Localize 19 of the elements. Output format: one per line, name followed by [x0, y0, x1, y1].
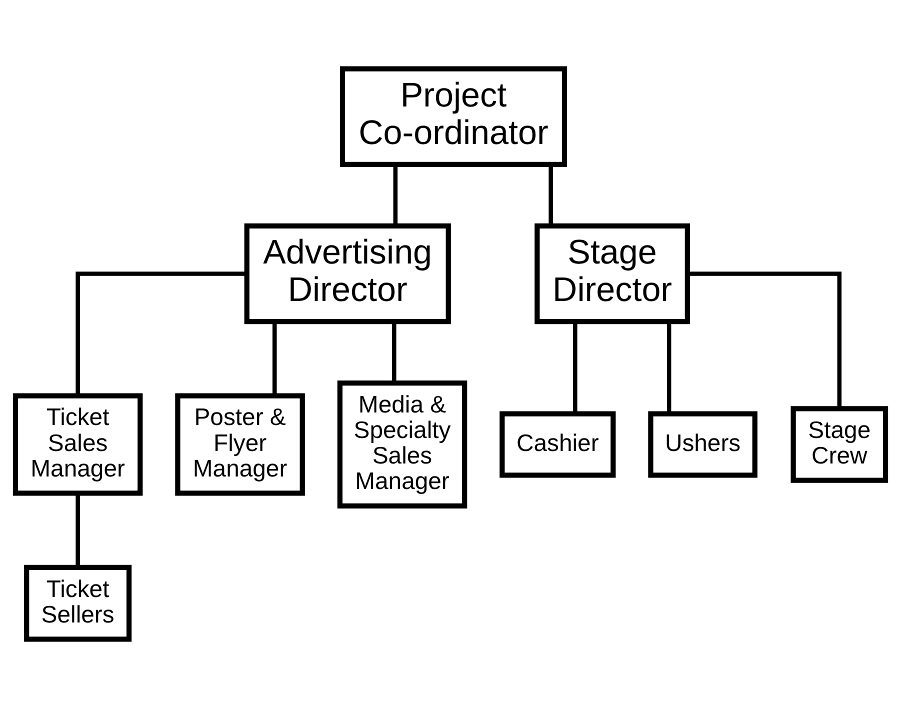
node-box: Stage Crew [790, 406, 888, 482]
node-box: Advertising Director [244, 222, 451, 324]
node-box: Stage Director [534, 222, 690, 324]
node-box: Poster & Flyer Manager [175, 392, 305, 496]
connector [393, 164, 398, 225]
node-box: Media & Specialty Sales Manager [337, 380, 468, 508]
connector [272, 321, 277, 396]
node-box: Ticket Sales Manager [12, 392, 143, 496]
connector [76, 271, 246, 396]
node-box: Ticket Sellers [24, 564, 132, 642]
node-box: Project Co-ordinator [340, 66, 568, 167]
connector [392, 321, 396, 382]
node-box: Ushers [648, 410, 758, 478]
connector [573, 321, 578, 413]
connector [76, 492, 80, 567]
connector [548, 164, 553, 225]
connector [688, 271, 842, 408]
node-box: Cashier [500, 410, 616, 478]
connector [666, 321, 672, 413]
